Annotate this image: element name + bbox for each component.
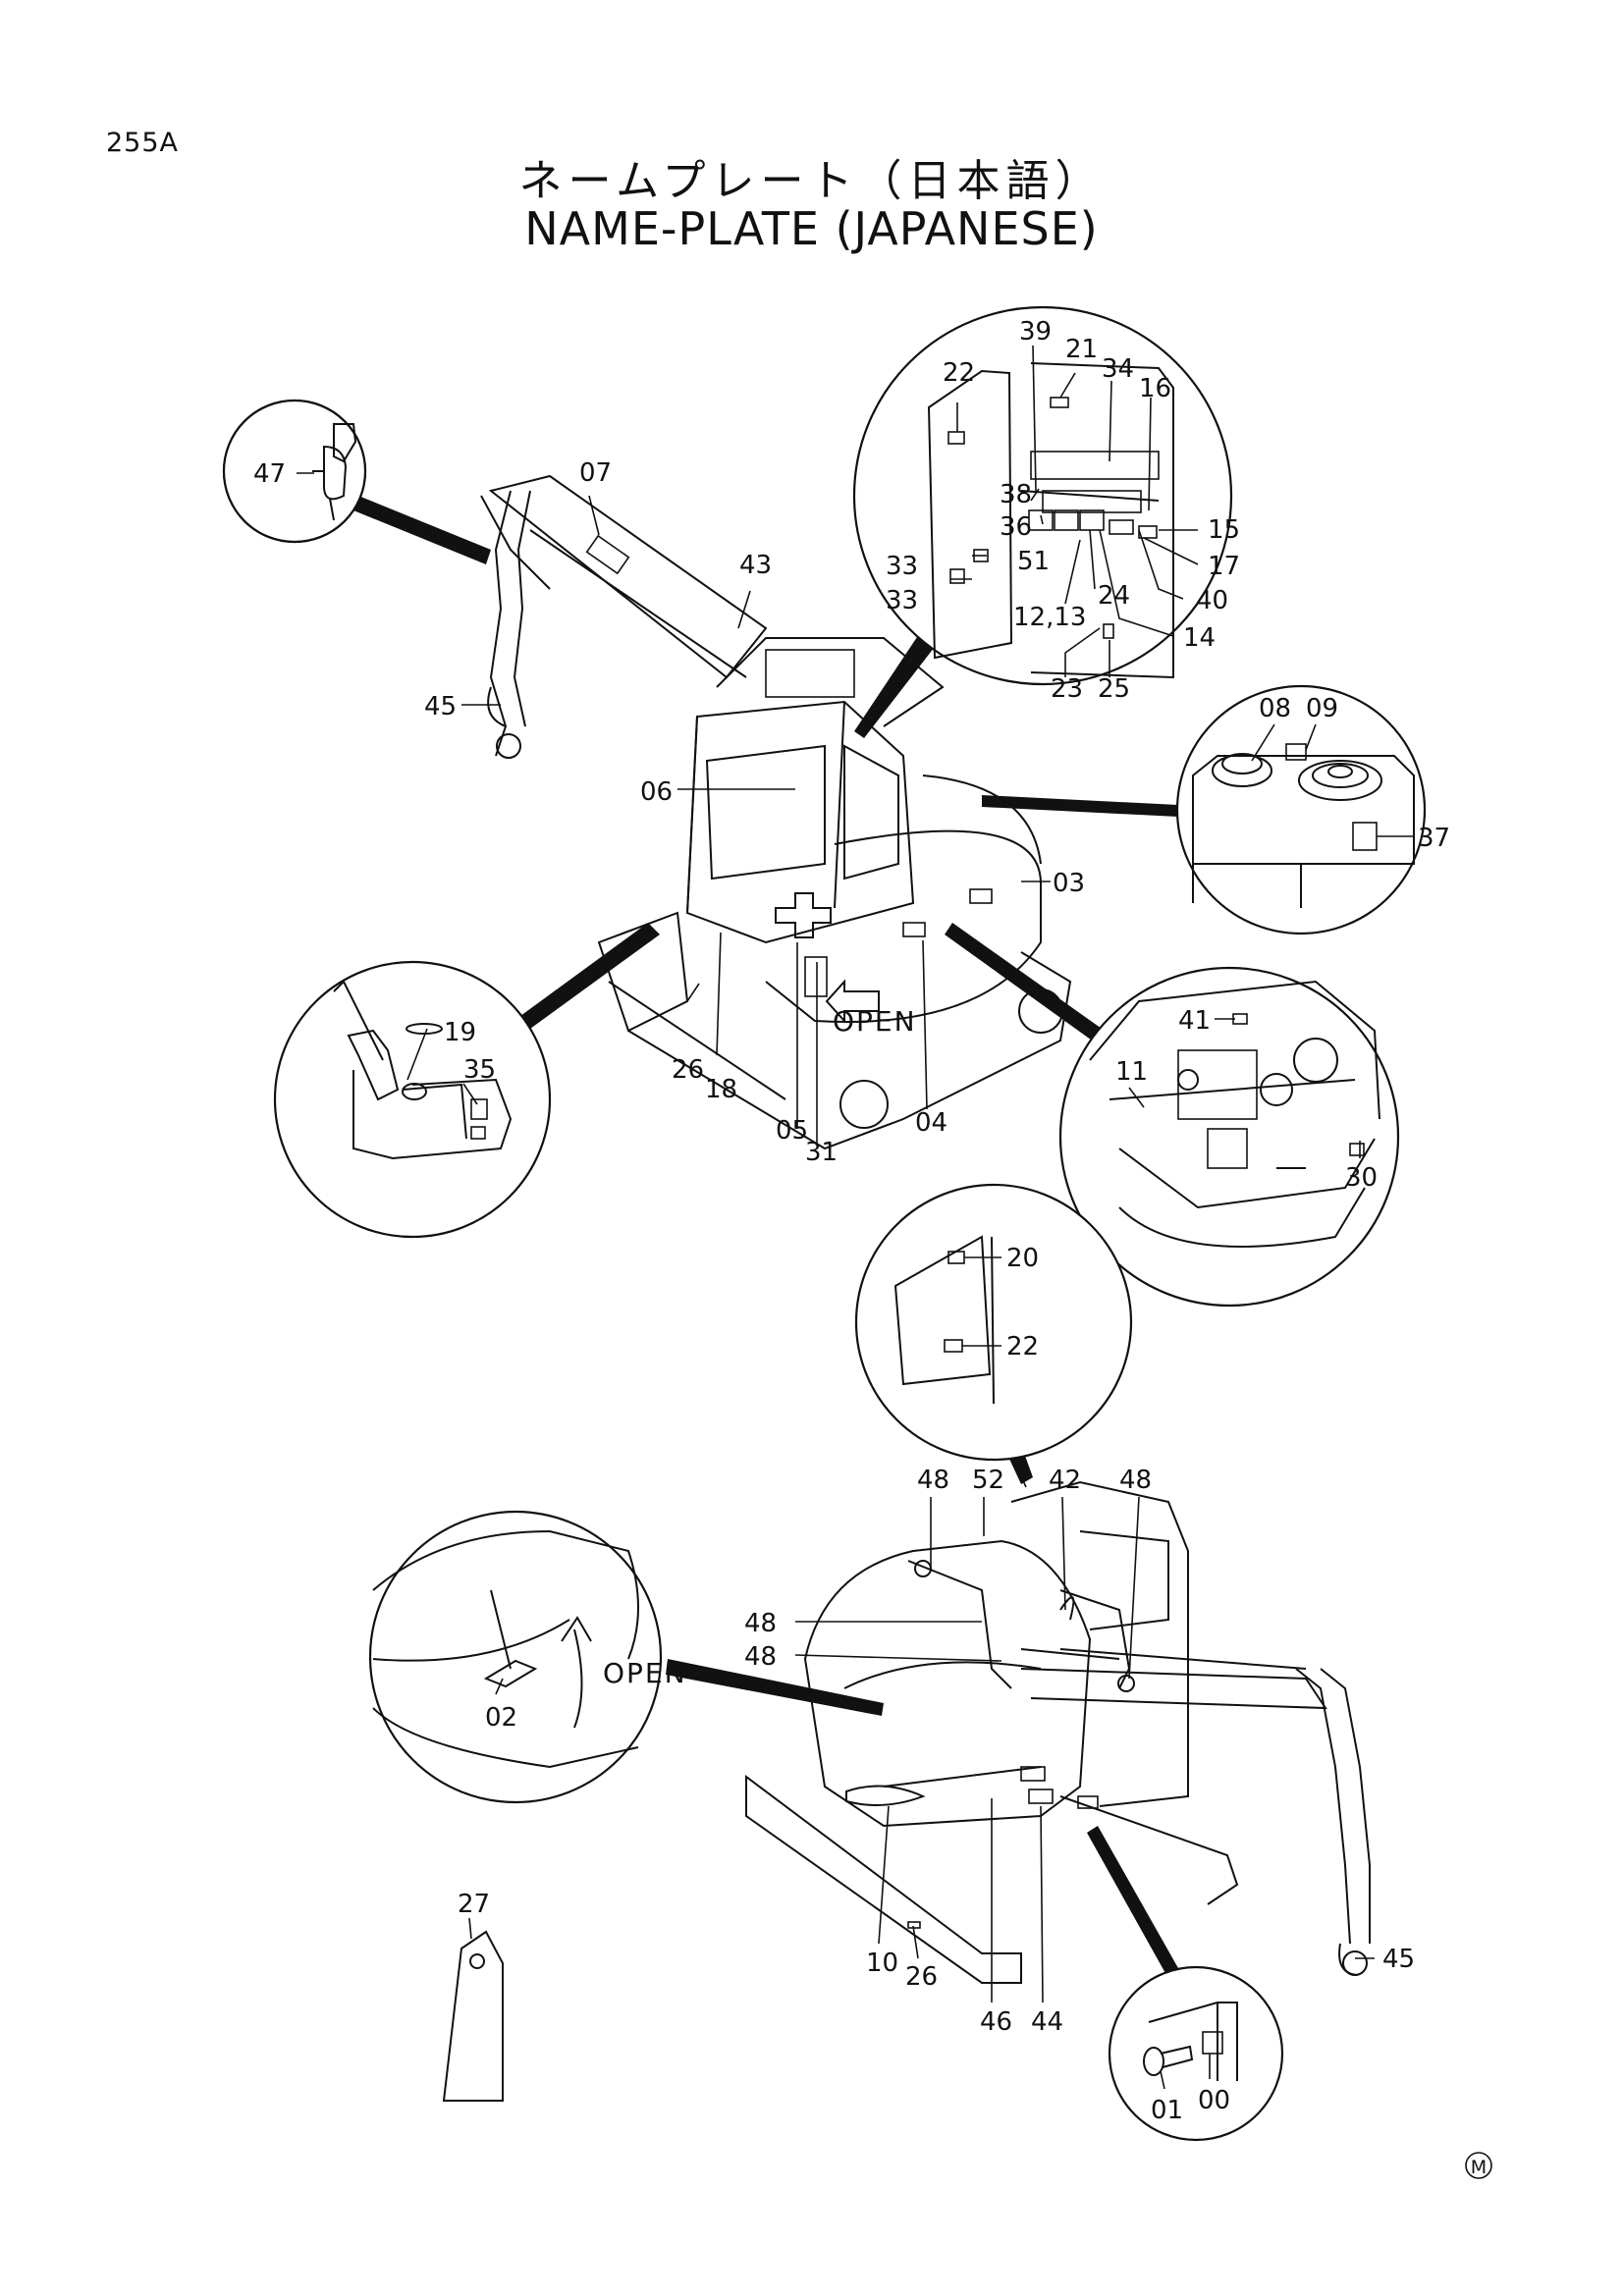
callout-11: 11 bbox=[1115, 1057, 1148, 1087]
page-code: 255A bbox=[106, 128, 180, 158]
callout-45: 45 bbox=[424, 692, 457, 721]
upper-machine-drawing bbox=[480, 474, 1072, 1150]
title-english: NAME-PLATE (JAPANESE) bbox=[524, 202, 1099, 255]
callout-07: 07 bbox=[579, 458, 612, 488]
detail-circle-tank bbox=[982, 684, 1427, 935]
callout-45-lower: 45 bbox=[1382, 1945, 1415, 1974]
manufacturer-mark: M bbox=[1465, 2152, 1492, 2179]
callout-05: 05 bbox=[776, 1116, 808, 1146]
detail-circle-door bbox=[854, 1183, 1133, 1488]
callout-30: 30 bbox=[1345, 1163, 1378, 1193]
callout-04: 04 bbox=[915, 1108, 947, 1138]
detail-circle-hook bbox=[222, 399, 491, 564]
svg-text:M: M bbox=[1471, 2157, 1487, 2178]
callout-14: 14 bbox=[1183, 623, 1216, 653]
callout-labels: 47 07 43 45 06 03 19 35 26 18 05 31 04 2… bbox=[253, 317, 1450, 2125]
detail-circle-lever bbox=[273, 923, 660, 1239]
callout-46: 46 bbox=[980, 2007, 1012, 2037]
callout-41: 41 bbox=[1178, 1006, 1211, 1036]
callout-15: 15 bbox=[1208, 515, 1240, 545]
callout-02: 02 bbox=[485, 1703, 517, 1733]
callout-21: 21 bbox=[1065, 335, 1098, 364]
callout-26-upper: 26 bbox=[672, 1055, 704, 1085]
callout-18: 18 bbox=[705, 1075, 737, 1104]
detail-circle-bolt bbox=[1087, 1826, 1284, 2142]
tag-drawing bbox=[442, 1930, 504, 2102]
callout-39: 39 bbox=[1019, 317, 1052, 347]
callout-47: 47 bbox=[253, 459, 286, 489]
title-japanese: ネームプレート（日本語） bbox=[518, 156, 1105, 206]
callout-20: 20 bbox=[1006, 1244, 1039, 1273]
callout-33-a: 33 bbox=[886, 552, 918, 581]
callout-43: 43 bbox=[739, 551, 772, 580]
callout-48-c: 48 bbox=[744, 1609, 777, 1638]
callout-08: 08 bbox=[1259, 694, 1291, 723]
callout-16: 16 bbox=[1139, 374, 1171, 403]
callout-33-b: 33 bbox=[886, 586, 918, 615]
callout-22-cab: 22 bbox=[943, 358, 975, 388]
callout-48-b: 48 bbox=[1119, 1466, 1152, 1495]
callout-51: 51 bbox=[1017, 547, 1050, 576]
detail-circle-cover-open bbox=[368, 1510, 884, 1804]
callout-44: 44 bbox=[1031, 2007, 1063, 2037]
detail-circle-engine bbox=[945, 923, 1400, 1308]
callout-26-lower: 26 bbox=[905, 1962, 938, 1992]
leader-lines bbox=[297, 345, 1414, 2090]
callout-38: 38 bbox=[1000, 480, 1032, 509]
callout-52: 52 bbox=[972, 1466, 1004, 1495]
detail-circle-cab-interior bbox=[852, 305, 1233, 738]
callout-06: 06 bbox=[640, 777, 673, 807]
callout-24: 24 bbox=[1098, 581, 1130, 611]
lower-machine-drawing bbox=[745, 1480, 1371, 1984]
callout-19: 19 bbox=[444, 1018, 476, 1047]
callout-17: 17 bbox=[1208, 552, 1240, 581]
open-label-lower: OPEN bbox=[603, 1657, 687, 1689]
callout-34: 34 bbox=[1102, 354, 1134, 384]
callout-03: 03 bbox=[1053, 869, 1085, 898]
callout-10: 10 bbox=[866, 1949, 898, 1978]
callout-22-door: 22 bbox=[1006, 1332, 1039, 1362]
callout-09: 09 bbox=[1306, 694, 1338, 723]
callout-25: 25 bbox=[1098, 674, 1130, 704]
callout-36: 36 bbox=[1000, 512, 1032, 542]
callout-12-13: 12,13 bbox=[1013, 603, 1086, 632]
callout-31: 31 bbox=[805, 1138, 838, 1167]
callout-48-a: 48 bbox=[917, 1466, 949, 1495]
callout-27: 27 bbox=[458, 1890, 490, 1919]
callout-35: 35 bbox=[463, 1055, 496, 1085]
callout-01: 01 bbox=[1151, 2096, 1183, 2125]
callout-42: 42 bbox=[1049, 1466, 1081, 1495]
callout-48-d: 48 bbox=[744, 1642, 777, 1672]
callout-40: 40 bbox=[1196, 586, 1228, 615]
open-label-upper: OPEN bbox=[833, 1005, 917, 1038]
callout-00: 00 bbox=[1198, 2086, 1230, 2115]
callout-23: 23 bbox=[1051, 674, 1083, 704]
callout-37: 37 bbox=[1418, 824, 1450, 853]
